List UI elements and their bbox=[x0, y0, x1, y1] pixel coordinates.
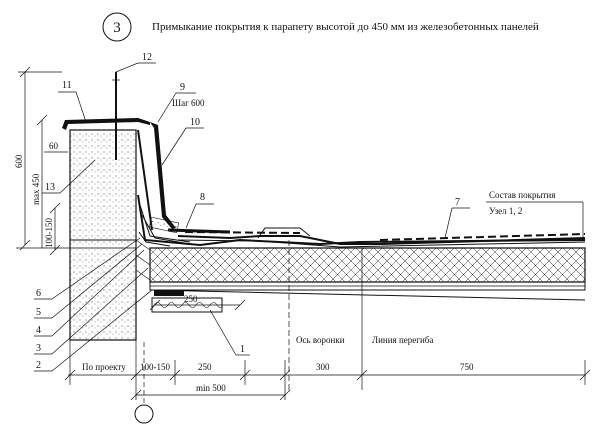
callout-5: 5 bbox=[36, 307, 41, 318]
dim-300: 300 bbox=[316, 362, 330, 372]
callout-6: 6 bbox=[36, 288, 41, 299]
callout-13: 13 bbox=[45, 182, 55, 193]
node-number-circle bbox=[102, 12, 132, 42]
dim-600: 600 bbox=[14, 154, 24, 168]
dim-750: 750 bbox=[460, 362, 474, 372]
callout-9: 9 bbox=[180, 82, 185, 93]
callout-4: 4 bbox=[36, 325, 41, 336]
callout-2: 2 bbox=[36, 360, 41, 371]
dim-60: 60 bbox=[49, 141, 59, 151]
roof-composition-note: Состав покрытия bbox=[489, 190, 555, 200]
node-ref-note: Узел 1, 2 bbox=[489, 206, 522, 216]
step-note: Шаг 600 bbox=[172, 98, 205, 108]
dim-max450: max 450 bbox=[31, 173, 41, 205]
callout-12: 12 bbox=[142, 52, 152, 63]
parapet-cap bbox=[62, 118, 150, 130]
bend-line-note: Линия перегиба bbox=[372, 335, 433, 345]
callout-10: 10 bbox=[190, 117, 200, 128]
node-number: 3 bbox=[113, 20, 121, 36]
roof-funnel bbox=[257, 227, 311, 239]
callout-11: 11 bbox=[62, 80, 72, 91]
dim-250-top: 250 bbox=[184, 294, 198, 304]
callout-8: 8 bbox=[200, 192, 205, 203]
callout-7: 7 bbox=[455, 197, 460, 208]
funnel-axis-note: Ось воронки bbox=[296, 335, 345, 345]
dim-100-150-h: 100-150 bbox=[140, 362, 170, 372]
callout-1: 1 bbox=[240, 344, 245, 355]
dim-250-bottom: 250 bbox=[198, 362, 212, 372]
flashing-apron bbox=[150, 122, 176, 229]
by-project-note: По проекту bbox=[82, 362, 126, 372]
dim-min500: min 500 bbox=[196, 383, 226, 393]
dim-100-150-v: 100-150 bbox=[44, 218, 54, 248]
drawing-title: Примыкание покрытия к парапету высотой д… bbox=[152, 21, 539, 33]
callout-3: 3 bbox=[36, 343, 41, 354]
axis-marker-circle bbox=[134, 404, 154, 424]
insulation-layer bbox=[149, 247, 586, 283]
